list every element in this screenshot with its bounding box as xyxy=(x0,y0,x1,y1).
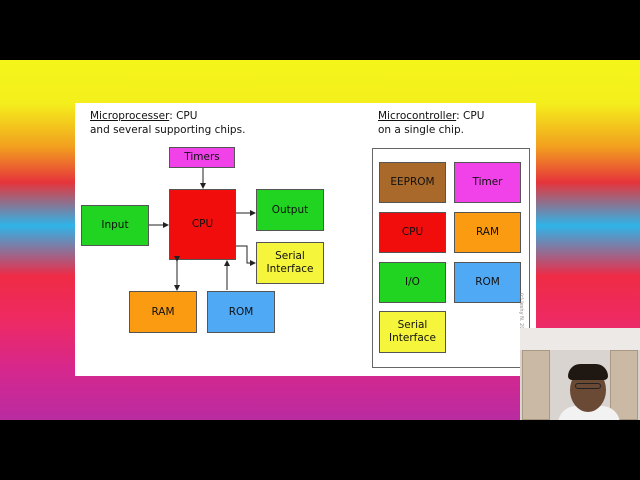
webcam-ceiling xyxy=(520,328,640,350)
mp-rom-block: ROM xyxy=(207,291,275,333)
letterbox-bottom xyxy=(0,420,640,480)
mc-rom-block: ROM xyxy=(454,262,521,303)
microcontroller-caption: Microcontroller: CPU on a single chip. xyxy=(378,109,484,137)
microprocessor-caption: Microprocesser: CPU and several supporti… xyxy=(90,109,245,137)
mc-serial-interface-block: Serial Interface xyxy=(379,311,446,353)
microprocessor-title-suffix: : CPU xyxy=(169,110,198,122)
microprocessor-subtitle: and several supporting chips. xyxy=(90,124,246,136)
microcontroller-title: Microcontroller xyxy=(378,110,457,122)
mp-cpu-block: CPU xyxy=(169,189,236,260)
mc-cpu-block: CPU xyxy=(379,212,446,253)
letterbox-top xyxy=(0,0,640,60)
microcontroller-title-suffix: : CPU xyxy=(456,110,485,122)
mp-serial-interface-block: Serial Interface xyxy=(256,242,324,284)
mp-output-block: Output xyxy=(256,189,324,231)
webcam-cabinet-left xyxy=(522,350,550,420)
microcontroller-subtitle: on a single chip. xyxy=(378,124,464,136)
arrow-cpu-to-serial xyxy=(236,245,256,266)
mp-ram-block: RAM xyxy=(129,291,197,333)
mc-timer-block: Timer xyxy=(454,162,521,203)
webcam-overlay xyxy=(520,328,640,420)
mp-timers-block: Timers xyxy=(169,147,235,168)
microprocessor-title: Microprocesser xyxy=(90,110,170,122)
mc-ram-block: RAM xyxy=(454,212,521,253)
mc-io-block: I/O xyxy=(379,262,446,303)
mp-input-block: Input xyxy=(81,205,149,246)
slide: Microprocesser: CPU and several supporti… xyxy=(75,103,536,376)
webcam-cabinet-right xyxy=(610,350,638,420)
webcam-person-glasses xyxy=(575,383,601,389)
webcam-person-shirt xyxy=(558,406,620,420)
webcam-person-hair xyxy=(568,364,608,380)
mc-eeprom-block: EEPROM xyxy=(379,162,446,203)
